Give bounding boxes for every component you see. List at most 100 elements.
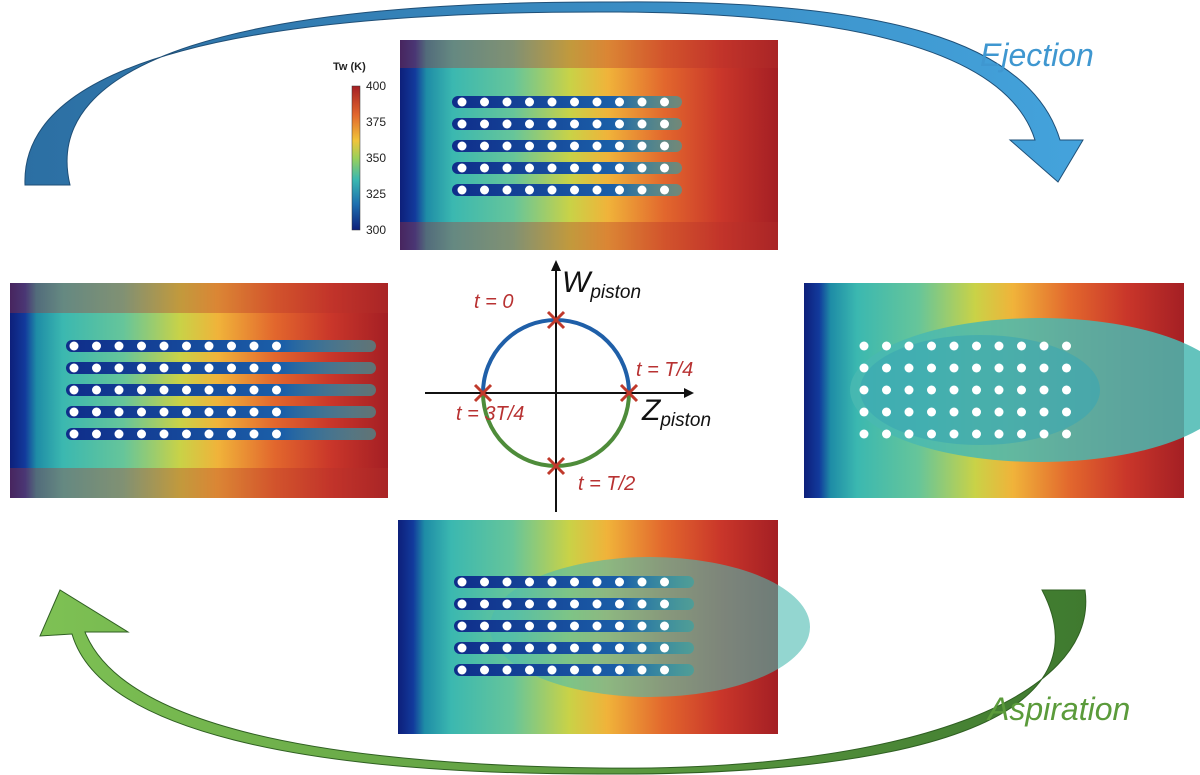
marker-bottom: [546, 456, 566, 476]
cooling-hole: [592, 119, 602, 129]
cooling-hole: [457, 97, 467, 107]
cooling-hole: [615, 577, 624, 587]
vertical-axis-main: W: [562, 266, 593, 299]
cooling-hole: [615, 185, 624, 195]
cooling-hole: [525, 665, 534, 675]
cooling-hole: [994, 407, 1004, 417]
cooling-hole: [949, 363, 959, 373]
aspiration-label: Aspiration: [986, 691, 1130, 727]
cooling-hole: [972, 341, 981, 351]
horizontal-axis-sub: piston: [659, 410, 711, 431]
cooling-hole: [480, 97, 489, 107]
cooling-hole: [615, 621, 624, 631]
cooling-hole: [92, 407, 101, 417]
cooling-hole: [502, 621, 512, 631]
cooling-hole: [949, 429, 959, 439]
cooling-hole: [502, 665, 512, 675]
cooling-hole: [457, 621, 467, 631]
cooling-hole: [859, 341, 869, 351]
cooling-hole: [949, 385, 959, 395]
cooling-hole: [159, 429, 169, 439]
cooling-hole: [1062, 407, 1071, 417]
cooling-hole: [592, 577, 602, 587]
cooling-hole: [502, 163, 512, 173]
cooling-hole: [182, 407, 191, 417]
cooling-hole: [570, 577, 579, 587]
cooling-hole: [114, 385, 124, 395]
horizontal-axis-main: Z: [641, 394, 662, 427]
cooling-hole: [547, 643, 557, 653]
cooling-hole: [525, 97, 534, 107]
cooling-hole: [204, 341, 214, 351]
field-panel-bottom: [398, 520, 810, 734]
cooling-hole: [660, 599, 669, 609]
cooling-hole: [547, 621, 557, 631]
cooling-hole: [927, 363, 936, 373]
horizontal-axis-label: Zpiston: [641, 394, 711, 431]
cooling-hole: [92, 385, 101, 395]
coolant-jet: [66, 384, 376, 396]
cooling-hole: [69, 407, 79, 417]
cooling-hole: [615, 141, 624, 151]
cooling-hole: [137, 363, 146, 373]
cooling-hole: [1062, 363, 1071, 373]
cooling-hole: [927, 385, 936, 395]
ejection-arrow: [24, 1, 1084, 186]
vertical-axis-label: Wpiston: [562, 266, 641, 303]
cooling-hole: [994, 385, 1004, 395]
cooling-hole: [525, 185, 534, 195]
cooling-hole: [480, 577, 489, 587]
piston-phase-diagram: Wpiston Zpiston t = 0 t = T/4 t = T/2 t …: [425, 260, 711, 512]
cooling-hole: [1017, 429, 1026, 439]
cooling-hole: [114, 407, 124, 417]
cooling-hole: [525, 141, 534, 151]
cooling-hole: [182, 385, 191, 395]
cooling-hole: [570, 163, 579, 173]
cooling-hole: [637, 119, 647, 129]
cooling-hole: [1039, 407, 1049, 417]
cooling-hole: [637, 141, 647, 151]
cooling-hole: [570, 621, 579, 631]
cooling-hole: [137, 429, 146, 439]
cooling-hole: [660, 621, 669, 631]
cooling-hole: [592, 163, 602, 173]
cooling-hole: [525, 599, 534, 609]
cooling-hole: [159, 363, 169, 373]
cooling-hole: [159, 407, 169, 417]
cooling-hole: [1017, 385, 1026, 395]
cooling-hole: [204, 429, 214, 439]
cooling-hole: [1039, 363, 1049, 373]
cooling-hole: [272, 407, 281, 417]
cooling-hole: [182, 363, 191, 373]
cooling-hole: [547, 185, 557, 195]
cooling-hole: [1039, 385, 1049, 395]
cooling-hole: [457, 119, 467, 129]
cooling-hole: [525, 163, 534, 173]
cooling-hole: [882, 363, 891, 373]
cooling-hole: [114, 429, 124, 439]
cooling-hole: [972, 407, 981, 417]
cooling-hole: [137, 385, 146, 395]
cooling-hole: [92, 429, 101, 439]
cooling-hole: [660, 97, 669, 107]
cooling-hole: [457, 577, 467, 587]
cooling-hole: [547, 141, 557, 151]
cooling-hole: [570, 97, 579, 107]
cooling-hole: [637, 621, 647, 631]
field-panel-top: [400, 40, 778, 250]
colorbar-tick: 350: [366, 151, 386, 165]
cooling-hole: [137, 341, 146, 351]
cooling-hole: [592, 665, 602, 675]
colorbar-tick: 300: [366, 223, 386, 237]
coolant-jet: [66, 362, 376, 374]
cooling-hole: [227, 429, 236, 439]
cooling-hole: [570, 643, 579, 653]
cooling-hole: [1062, 341, 1071, 351]
cooling-hole: [502, 577, 512, 587]
field-panel-left: [10, 283, 388, 498]
cooling-hole: [457, 665, 467, 675]
cooling-hole: [637, 163, 647, 173]
cooling-hole: [272, 385, 281, 395]
cooling-hole: [972, 385, 981, 395]
cooling-hole: [994, 429, 1004, 439]
